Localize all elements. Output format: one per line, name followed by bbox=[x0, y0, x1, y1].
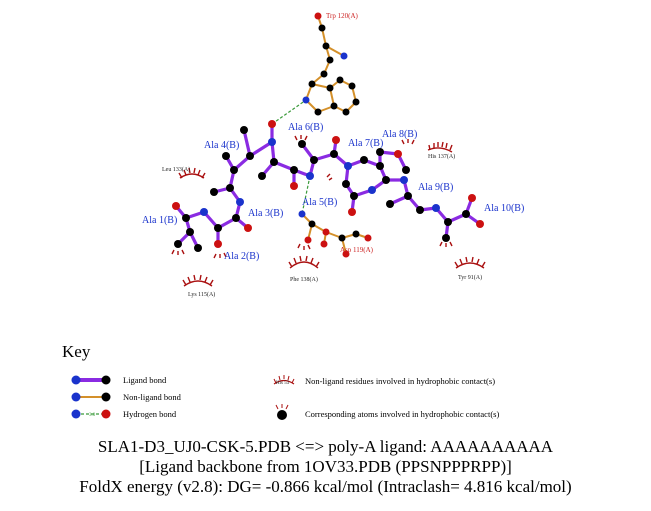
residue-labels: Trp 120(A) Ala 6(B) Ala 4(B) Ala 7(B) Al… bbox=[142, 12, 524, 298]
label-ala2: Ala 2(B) bbox=[224, 251, 259, 262]
label-ala1: Ala 1(B) bbox=[142, 215, 177, 226]
caption-line-2: [Ligand backbone from 1OV33.PDB (PPSNPPP… bbox=[139, 457, 512, 476]
label-lys115: Lys 115(A) bbox=[188, 291, 215, 298]
key-nonligand-bond-label: Non-ligand bond bbox=[123, 392, 181, 402]
caption-line-3: FoldX energy (v2.8): DG= -0.866 kcal/mol… bbox=[79, 477, 572, 496]
key-ligand-bond-label: Ligand bond bbox=[123, 375, 167, 385]
caption-line-1: SLA1-D3_UJ0-CSK-5.PDB <=> poly-A ligand:… bbox=[97, 437, 554, 456]
nonligand-bonds bbox=[301, 15, 369, 255]
label-phe138: Phe 138(A) bbox=[290, 276, 318, 283]
label-asp119: Asp 119(A) bbox=[340, 246, 374, 254]
label-ala6: Ala 6(B) bbox=[288, 122, 323, 133]
label-leu133: Leu 133(A) bbox=[162, 166, 190, 173]
key-hydrogen-bond-label: Hydrogen bond bbox=[123, 409, 177, 419]
label-ala10: Ala 10(B) bbox=[484, 203, 524, 214]
label-tyr91: Tyr 91(A) bbox=[458, 274, 482, 281]
label-ala5: Ala 5(B) bbox=[302, 197, 337, 208]
atoms bbox=[172, 12, 484, 258]
key-corresponding-atoms-label: Corresponding atoms involved in hydropho… bbox=[305, 409, 500, 419]
key-nonligand-residues-label: Non-ligand residues involved in hydropho… bbox=[305, 376, 496, 386]
key-hbond-distance: 3.0 bbox=[89, 413, 96, 418]
label-ala4: Ala 4(B) bbox=[204, 140, 239, 151]
hydrogen-bonds bbox=[271, 99, 311, 215]
label-ala3: Ala 3(B) bbox=[248, 208, 283, 219]
key-his-example: His 53 bbox=[276, 381, 290, 386]
label-ala9: Ala 9(B) bbox=[418, 182, 453, 193]
key-title: Key bbox=[62, 342, 91, 361]
label-trp120: Trp 120(A) bbox=[326, 12, 358, 20]
hydrophobic-arcs bbox=[171, 135, 486, 287]
label-his137: His 137(A) bbox=[428, 153, 455, 160]
label-ala7: Ala 7(B) bbox=[348, 138, 383, 149]
label-ala8: Ala 8(B) bbox=[382, 129, 417, 140]
key-graphics: 3.0 His 53 bbox=[71, 375, 295, 420]
